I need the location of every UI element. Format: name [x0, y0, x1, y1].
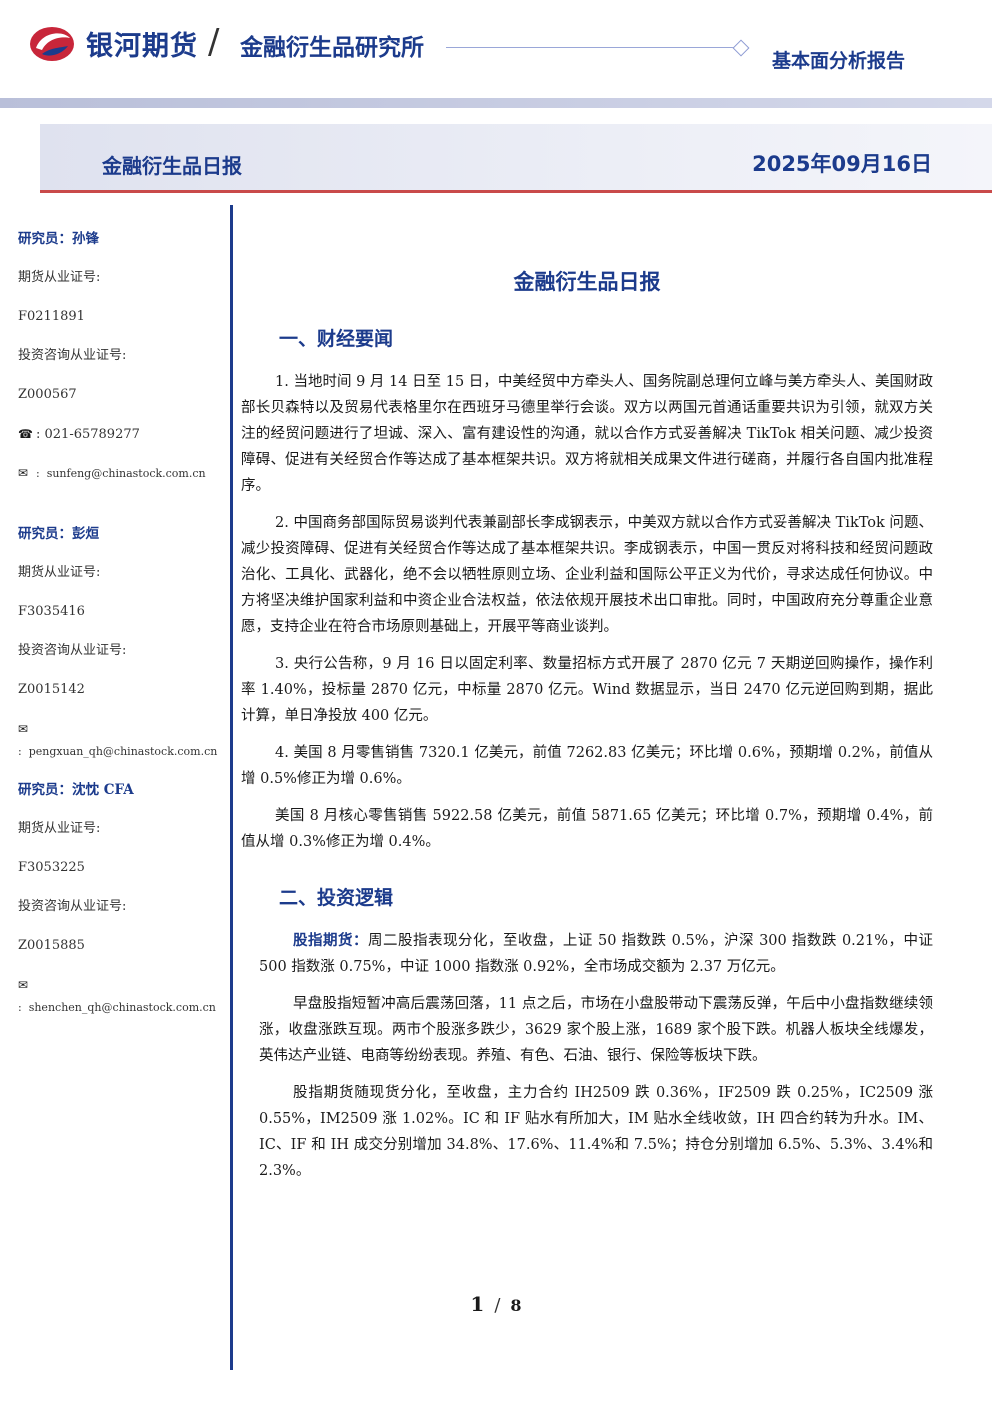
institute-name: 金融衍生品研究所: [240, 35, 424, 61]
email-address[interactable]: pengxuan_qh@chinastock.com.cn: [28, 745, 218, 758]
logic-paragraph: 股指期货：周二股指表现分化，至收盘，上证 50 指数跌 0.5%，沪深 300 …: [241, 928, 933, 980]
report-date: 2025年09月16日: [752, 152, 932, 176]
report-body: 金融衍生品日报 一、财经要闻 1. 当地时间 9 月 14 日至 15 日，中美…: [241, 262, 933, 1195]
logic-paragraph: 股指期货随现货分化，至收盘，主力合约 IH2509 跌 0.36%，IF2509…: [241, 1080, 933, 1184]
phone-row: ☎: 021-65789277: [18, 423, 223, 462]
email-row: ✉: pengxuan_qh@chinastock.com.cn: [18, 718, 223, 758]
researcher-name: 研究员：沈忱 CFA: [18, 782, 134, 798]
paragraph-text: 1. 当地时间 9 月 14 日至 15 日，中美经贸中方牵头人、国务院副总理何…: [241, 374, 933, 494]
logic-paragraph: 早盘股指短暂冲高后震荡回落，11 点之后，市场在小盘股带动下震荡反弹，午后中小盘…: [241, 991, 933, 1069]
cert-number: F0211891: [18, 309, 85, 324]
cert-label: 期货从业证号:: [18, 270, 101, 285]
header-band: [0, 98, 992, 108]
section-title-logic: 二、投资逻辑: [279, 887, 394, 909]
researcher-card: 研究员：沈忱 CFA 期货从业证号: F3053225 投资咨询从业证号: Z0…: [18, 779, 223, 1014]
paragraph-text: 3. 央行公告称，9 月 16 日以固定利率、数量招标方式开展了 2870 亿元…: [241, 656, 933, 724]
email-address[interactable]: sunfeng@chinastock.com.cn: [46, 467, 206, 480]
cert-label: 期货从业证号:: [18, 821, 101, 836]
cert-number: F3053225: [18, 860, 85, 875]
researcher-card: 研究员：孙锋 期货从业证号: F0211891 投资咨询从业证号: Z00056…: [18, 228, 223, 501]
news-paragraph: 3. 央行公告称，9 月 16 日以固定利率、数量招标方式开展了 2870 亿元…: [241, 651, 933, 729]
consult-label: 投资咨询从业证号:: [18, 899, 127, 914]
header-slash: /: [208, 22, 220, 62]
consult-number: Z000567: [18, 387, 77, 402]
email-row: ✉: shenchen_qh@chinastock.com.cn: [18, 974, 223, 1014]
news-paragraph: 2. 中国商务部国际贸易谈判代表兼副部长李成钢表示，中美双方就以合作方式妥善解决…: [241, 510, 933, 640]
title-bar-underline: [40, 190, 992, 193]
brand-name: 银河期货: [86, 31, 198, 62]
mail-icon: ✉: [18, 466, 29, 480]
paragraph-text: 周二股指表现分化，至收盘，上证 50 指数跌 0.5%，沪深 300 指数跌 0…: [259, 933, 934, 975]
total-pages: 8: [510, 1296, 522, 1315]
report-title: 金融衍生品日报: [102, 154, 242, 178]
researcher-card: 研究员：彭烜 期货从业证号: F3035416 投资咨询从业证号: Z00151…: [18, 523, 223, 758]
consult-label: 投资咨询从业证号:: [18, 348, 127, 363]
document-title: 金融衍生品日报: [513, 270, 661, 294]
consult-number: Z0015142: [18, 682, 85, 697]
mail-icon: ✉: [18, 722, 29, 736]
paragraph-text: 股指期货随现货分化，至收盘，主力合约 IH2509 跌 0.36%，IF2509…: [259, 1085, 933, 1179]
news-paragraph: 1. 当地时间 9 月 14 日至 15 日，中美经贸中方牵头人、国务院副总理何…: [241, 369, 933, 499]
galaxy-logo-icon: [30, 27, 74, 61]
section-title-news: 一、财经要闻: [279, 328, 394, 350]
news-paragraph: 美国 8 月核心零售销售 5922.58 亿美元，前值 5871.65 亿美元；…: [241, 803, 933, 855]
paragraph-lead: 股指期货：: [293, 932, 368, 949]
consult-label: 投资咨询从业证号:: [18, 643, 127, 658]
diamond-icon: [732, 39, 750, 57]
title-bar: [40, 124, 992, 192]
phone-number: 021-65789277: [44, 427, 140, 442]
email-row: ✉: sunfeng@chinastock.com.cn: [18, 462, 223, 501]
header-divider: [446, 47, 734, 48]
researcher-name: 研究员：孙锋: [18, 231, 99, 247]
news-paragraph: 4. 美国 8 月零售销售 7320.1 亿美元，前值 7262.83 亿美元；…: [241, 740, 933, 792]
page-header: 银河期货 / 金融衍生品研究所 基本面分析报告: [0, 0, 992, 96]
paragraph-text: 美国 8 月核心零售销售 5922.58 亿美元，前值 5871.65 亿美元；…: [241, 808, 933, 850]
page-number: 1 / 8: [0, 1292, 992, 1316]
current-page: 1: [470, 1292, 485, 1316]
researcher-name: 研究员：彭烜: [18, 526, 99, 542]
cert-label: 期货从业证号:: [18, 565, 101, 580]
phone-icon: ☎: [18, 427, 33, 441]
email-address[interactable]: shenchen_qh@chinastock.com.cn: [28, 1001, 216, 1014]
cert-number: F3035416: [18, 604, 85, 619]
report-type: 基本面分析报告: [772, 50, 906, 72]
paragraph-text: 4. 美国 8 月零售销售 7320.1 亿美元，前值 7262.83 亿美元；…: [241, 745, 933, 787]
mail-icon: ✉: [18, 978, 29, 992]
paragraph-text: 早盘股指短暂冲高后震荡回落，11 点之后，市场在小盘股带动下震荡反弹，午后中小盘…: [259, 996, 933, 1064]
sidebar-divider: [230, 205, 233, 1370]
consult-number: Z0015885: [18, 938, 85, 953]
researcher-sidebar: 研究员：孙锋 期货从业证号: F0211891 投资咨询从业证号: Z00056…: [18, 228, 223, 1035]
page-separator: /: [494, 1295, 501, 1316]
paragraph-text: 2. 中国商务部国际贸易谈判代表兼副部长李成钢表示，中美双方就以合作方式妥善解决…: [241, 515, 933, 635]
